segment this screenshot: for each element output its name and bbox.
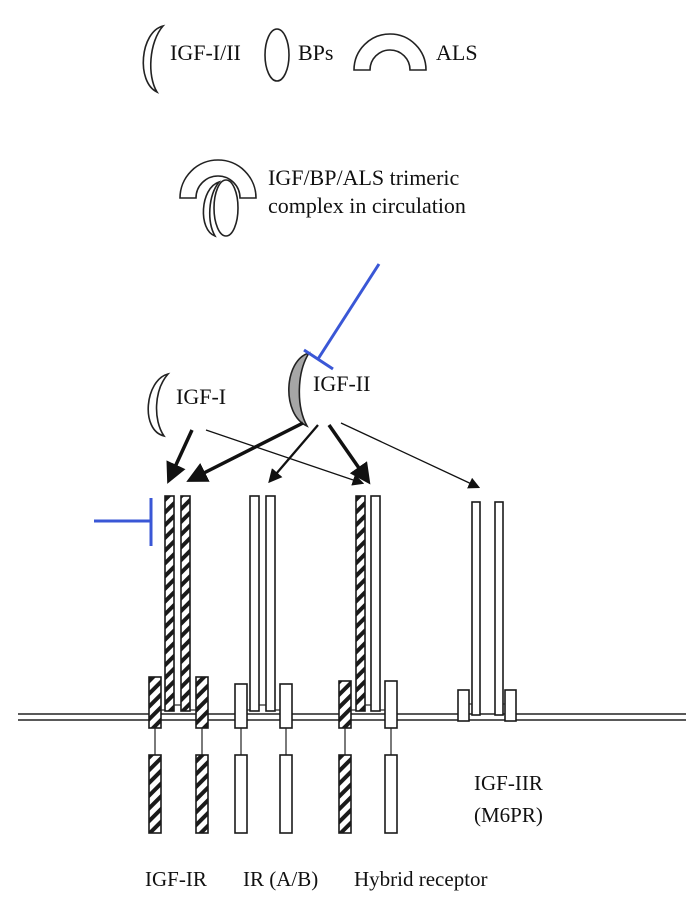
igf2-inhibitor-line: [316, 263, 381, 360]
igf2-crescent-icon: [288, 351, 311, 428]
igf2-label: IGF-II: [313, 371, 370, 396]
trimeric-complex: IGF/BP/ALS trimeric complex in circulati…: [179, 159, 466, 238]
igf2r-label-line1: IGF-IIR: [474, 771, 543, 795]
igf2r-anchor-right: [504, 689, 517, 722]
igf1r-label: IGF-IR: [145, 867, 207, 891]
arrow-igf2-to-igf2r: [340, 422, 481, 489]
ir-alpha-left: [249, 495, 260, 712]
complex-als-arch-icon: [179, 159, 257, 199]
igf2r-receptor: [457, 501, 517, 722]
hybrid-alpha-plain: [370, 495, 381, 712]
legend: IGF-I/II BPs ALS: [142, 24, 478, 94]
hybrid-receptor: [338, 495, 398, 834]
igf1r-receptor: [148, 495, 209, 834]
ir-label: IR (A/B): [243, 867, 318, 891]
hybrid-kinase-plain: [384, 754, 398, 834]
complex-bp-ellipse-icon: [213, 179, 239, 237]
hybrid-alpha-hatched: [355, 495, 366, 712]
arrow-igf2-to-igf1r: [186, 421, 304, 482]
arrow-igf1-to-igf1r: [166, 429, 194, 484]
hybrid-kinase-hatched: [338, 754, 352, 834]
cell-membrane: [18, 713, 686, 721]
igf2r-arm-left: [471, 501, 481, 716]
ir-alpha-right: [265, 495, 276, 712]
ligands: IGF-I IGF-II: [147, 263, 381, 438]
bp-ellipse-icon: [264, 28, 290, 82]
igf-crescent-icon: [142, 24, 166, 94]
igf1-crescent-icon: [147, 372, 171, 438]
hybrid-label: Hybrid receptor: [354, 867, 488, 891]
ir-kinase-left: [234, 754, 248, 834]
binding-arrows: [166, 421, 481, 489]
hybrid-beta-hatched: [338, 680, 352, 729]
igf1r-kinase-right: [195, 754, 209, 834]
igf2r-anchor-left: [457, 689, 470, 722]
igf1r-alpha-right: [180, 495, 191, 712]
ir-beta-left: [234, 683, 248, 729]
complex-line2: complex in circulation: [268, 193, 466, 218]
igf1r-beta-right: [195, 676, 209, 729]
ir-receptor: [234, 495, 293, 834]
ir-beta-right: [279, 683, 293, 729]
als-arch-icon: [353, 33, 427, 71]
ir-kinase-right: [279, 754, 293, 834]
legend-bp-label: BPs: [298, 40, 333, 65]
igf1r-alpha-left: [164, 495, 175, 712]
arrow-igf2-to-hybrid: [327, 423, 371, 485]
legend-als-label: ALS: [436, 40, 478, 65]
igf1r-kinase-left: [148, 754, 162, 834]
complex-igf-crescent-icon: [202, 180, 222, 238]
igf2-inhibitor-bar: [303, 348, 334, 371]
legend-igf-label: IGF-I/II: [170, 40, 241, 65]
hybrid-beta-plain: [384, 680, 398, 729]
complex-line1: IGF/BP/ALS trimeric: [268, 165, 460, 190]
igf2r-label-line2: (M6PR): [474, 803, 543, 827]
igf1-label: IGF-I: [176, 384, 226, 409]
igf1r-inhibitor: [94, 498, 153, 546]
arrow-igf1-to-hybrid: [205, 429, 365, 486]
igf1r-beta-left: [148, 676, 162, 729]
igf2r-arm-right: [494, 501, 504, 716]
arrow-igf2-to-ir: [268, 424, 319, 484]
